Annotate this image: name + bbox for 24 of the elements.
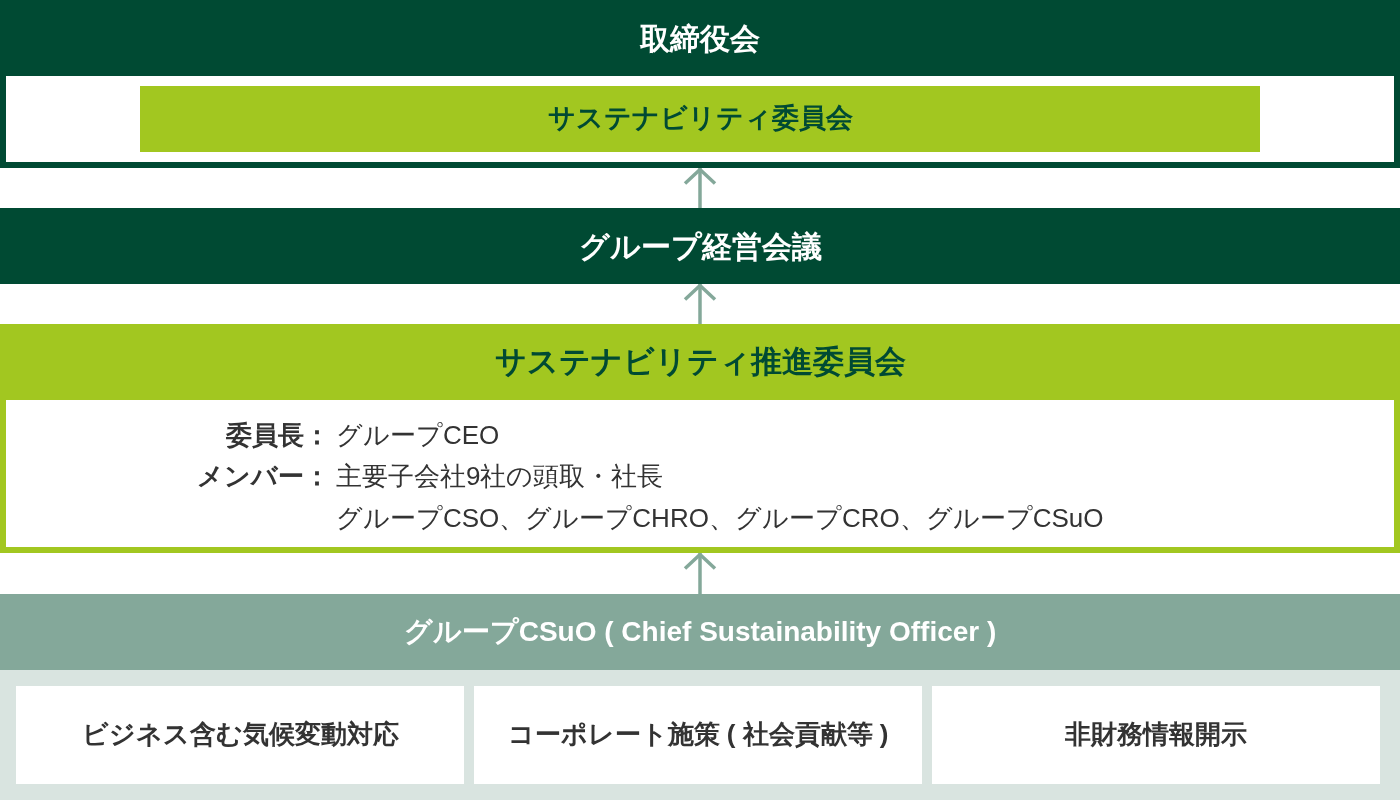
label: コーポレート施策 ( 社会貢献等 ) xyxy=(507,718,889,752)
process-box xyxy=(932,686,1380,784)
panel-box xyxy=(0,594,1400,800)
field-label: 委員長： xyxy=(226,419,330,452)
field-value: グループCSO、グループCHRO、グループCRO、グループCSuO xyxy=(336,502,1104,535)
process-box xyxy=(474,686,922,784)
arrow xyxy=(683,552,717,594)
field-value: グループCEO xyxy=(336,419,500,452)
frame-box xyxy=(0,0,1400,168)
label: ビジネス含む気候変動対応 xyxy=(81,718,399,752)
process-box xyxy=(140,86,1260,152)
frame-box xyxy=(0,324,1400,553)
heading: グループCSuO ( Chief Sustainability Officer ) xyxy=(403,614,997,649)
banner-box xyxy=(0,208,1400,284)
label: 非財務情報開示 xyxy=(1065,718,1247,752)
field-label: メンバー： xyxy=(197,460,330,493)
arrow xyxy=(683,283,717,324)
field-value: 主要子会社9社の頭取・社長 xyxy=(336,460,664,493)
heading: 取締役会 xyxy=(640,20,760,57)
process-box xyxy=(16,686,464,784)
heading: サステナビリティ推進委員会 xyxy=(494,342,906,381)
arrow xyxy=(683,167,717,208)
label: サステナビリティ委員会 xyxy=(547,102,853,136)
label: グループ経営会議 xyxy=(578,228,822,265)
